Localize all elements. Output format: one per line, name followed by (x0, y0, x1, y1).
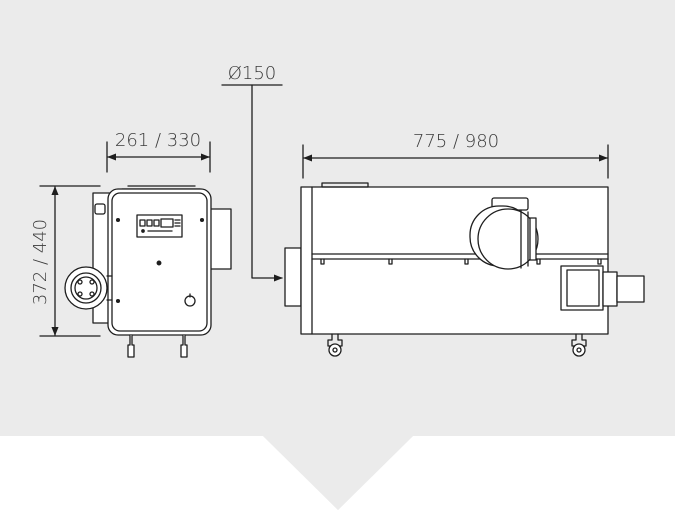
chevron-down-icon (263, 436, 413, 510)
front-body-inner-outline (111, 192, 208, 332)
front-height-label: 372 / 440 (30, 219, 51, 305)
front-view (64, 185, 232, 358)
front-side-box (209, 208, 232, 270)
side-top-cap (321, 182, 369, 188)
control-display (160, 218, 174, 228)
dim-side-length (302, 144, 609, 179)
dim-front-width (106, 141, 211, 173)
front-width-label: 261 / 330 (115, 130, 201, 151)
side-left-wheel (327, 333, 343, 357)
duct-diameter-label: Ø150 (228, 63, 277, 84)
side-main-body (300, 186, 609, 335)
side-outlet (560, 265, 645, 311)
front-duct-flange (64, 266, 113, 310)
side-motor (469, 197, 539, 270)
front-rear-tab (94, 203, 106, 215)
side-view (284, 182, 645, 357)
side-inlet-collar (284, 247, 302, 307)
side-right-wheel (571, 333, 587, 357)
dim-front-height (39, 185, 101, 337)
side-length-label: 775 / 980 (413, 131, 499, 152)
dim-duct-diameter-leader (221, 84, 283, 282)
